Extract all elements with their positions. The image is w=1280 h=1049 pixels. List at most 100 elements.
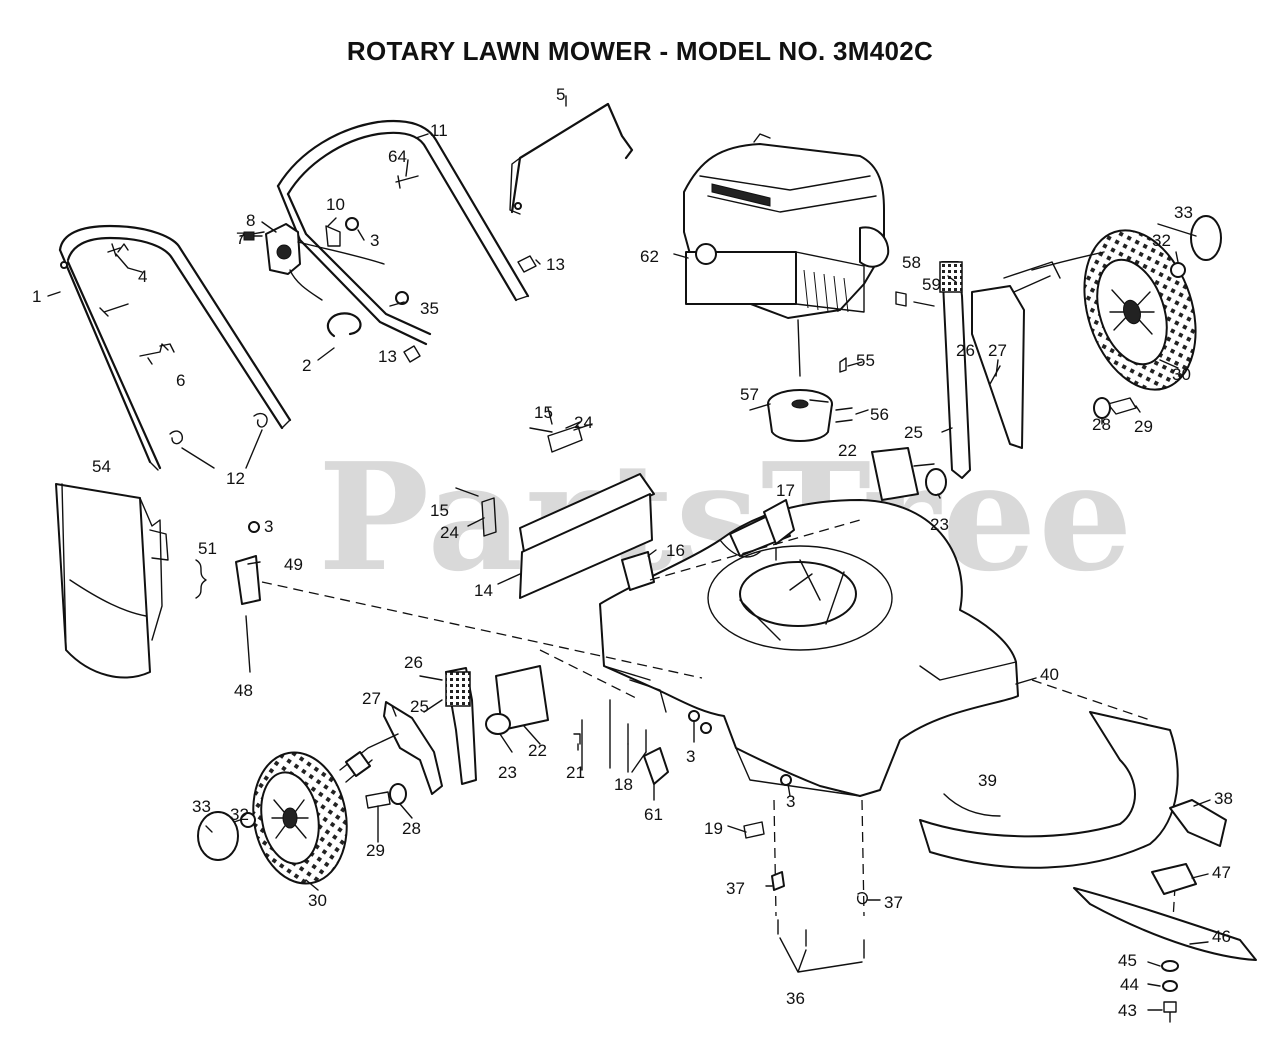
callout-2: 2 — [302, 356, 311, 375]
callout-28: 28 — [402, 819, 421, 838]
rear-left-wheel — [252, 751, 348, 885]
callout-28: 28 — [1092, 415, 1111, 434]
callout-24: 24 — [440, 523, 459, 542]
bracket-17 — [763, 499, 795, 545]
callout-22: 22 — [528, 741, 547, 760]
callout-23: 23 — [498, 763, 517, 782]
callout-39: 39 — [978, 771, 997, 790]
mower-deck — [599, 499, 1019, 797]
callout-45: 45 — [1118, 951, 1137, 970]
bushing-23-right — [925, 468, 947, 496]
callout-36: 36 — [786, 989, 805, 1008]
callout-12: 12 — [226, 469, 245, 488]
height-adjuster-left — [339, 667, 477, 795]
keys-56 — [835, 407, 853, 423]
rear-right-wheel — [1083, 229, 1197, 391]
callout-13: 13 — [378, 347, 397, 366]
grass-bag — [55, 483, 169, 679]
screw-59 — [913, 301, 935, 307]
plate-22-left — [495, 665, 549, 731]
callout-43: 43 — [1118, 1001, 1137, 1020]
callout-14: 14 — [474, 581, 493, 600]
hinge-49 — [235, 555, 261, 605]
bracket-58 — [895, 291, 907, 307]
callout-47: 47 — [1212, 863, 1231, 882]
blade-adapter-pulley — [767, 389, 833, 442]
callout-27: 27 — [988, 341, 1007, 360]
plate-22-right — [871, 447, 919, 501]
callout-30: 30 — [308, 891, 327, 910]
callout-58: 58 — [902, 253, 921, 272]
callout-38: 38 — [1214, 789, 1233, 808]
callout-labels: 1 2 3 3 3 3 4 5 6 7 8 10 11 12 13 13 14 … — [32, 85, 1233, 1020]
callout-11: 11 — [430, 121, 448, 140]
callout-5: 5 — [556, 85, 565, 104]
callout-62: 62 — [640, 247, 659, 266]
callout-32: 32 — [230, 805, 249, 824]
callout-26: 26 — [956, 341, 975, 360]
bushing-23-left — [485, 713, 511, 735]
door-16 — [621, 551, 655, 591]
callout-25: 25 — [904, 423, 923, 442]
control-bail — [509, 102, 634, 215]
callout-49: 49 — [284, 555, 303, 574]
handle-bolts — [99, 243, 175, 365]
callout-3: 3 — [264, 517, 273, 536]
engine-control — [239, 223, 385, 301]
callout-56: 56 — [870, 405, 889, 424]
callout-35: 35 — [420, 299, 439, 318]
adapter-47 — [1151, 863, 1197, 895]
callout-51: 51 — [198, 539, 217, 558]
callout-33: 33 — [192, 797, 211, 816]
callout-21: 21 — [566, 763, 585, 782]
callout-24: 24 — [574, 413, 593, 432]
callout-3: 3 — [786, 792, 795, 811]
callout-54: 54 — [92, 457, 111, 476]
callout-8: 8 — [246, 211, 255, 230]
callout-46: 46 — [1212, 927, 1231, 946]
callout-33: 33 — [1174, 203, 1193, 222]
callout-32: 32 — [1152, 231, 1171, 250]
callout-37: 37 — [726, 879, 745, 898]
callout-29: 29 — [366, 841, 385, 860]
callout-4: 4 — [138, 267, 147, 286]
lower-handle — [58, 224, 292, 471]
bolt-64 — [395, 175, 419, 189]
diagram-title: ROTARY LAWN MOWER - MODEL NO. 3M402C — [346, 36, 934, 66]
callout-23: 23 — [930, 515, 949, 534]
callout-59: 59 — [922, 275, 941, 294]
callout-48: 48 — [234, 681, 253, 700]
callout-61: 61 — [644, 805, 663, 824]
upper-handle — [276, 119, 530, 346]
callout-27: 27 — [362, 689, 381, 708]
callout-37: 37 — [884, 893, 903, 912]
spring-51 — [195, 559, 207, 599]
callout-3: 3 — [370, 231, 379, 250]
callout-1: 1 — [32, 287, 41, 306]
bolt-29-left — [365, 791, 391, 809]
rod-48 — [245, 615, 251, 673]
key-55 — [839, 357, 847, 373]
leader-lines — [47, 95, 1211, 1011]
callout-18: 18 — [614, 775, 633, 794]
callout-29: 29 — [1134, 417, 1153, 436]
callout-16: 16 — [666, 541, 685, 560]
callout-13: 13 — [546, 255, 565, 274]
engine — [683, 133, 890, 319]
callout-55: 55 — [856, 351, 875, 370]
callout-7: 7 — [236, 229, 245, 248]
bolt-43 — [1163, 1001, 1177, 1023]
clip-37a — [771, 871, 785, 891]
bolt-29-top — [1107, 397, 1137, 415]
crankshaft-line — [797, 319, 801, 377]
height-adjuster-right — [939, 251, 1105, 479]
screws — [573, 699, 647, 771]
blade — [1073, 887, 1257, 961]
callout-57: 57 — [740, 385, 759, 404]
nuts — [248, 217, 792, 786]
hub-cap-33-top — [1190, 215, 1222, 261]
cable-tie — [326, 312, 362, 338]
washer-28-left — [389, 783, 407, 805]
hub-cap-33-left — [197, 811, 239, 861]
